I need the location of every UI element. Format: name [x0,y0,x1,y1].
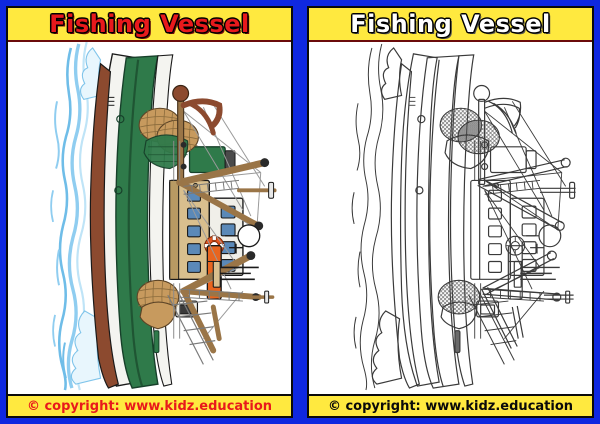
foremast [172,84,223,185]
deck-rails [173,140,181,339]
deck-rails-outline [474,140,482,339]
foremast-outline [473,84,522,185]
page-title-left: Fishing Vessel [49,10,250,38]
water-foam-outline [371,47,403,385]
copyright-text-right: © copyright: www.kidz.education [327,398,574,414]
illustration-colored [8,42,291,394]
trawl-net-aft [136,279,180,330]
fishing-vessel-colored-svg [50,42,277,391]
trawl-net-forward-outline [439,107,501,170]
trawl-net-forward [138,107,199,170]
copyright-text-left: © copyright: www.kidz.education [26,398,273,414]
radar-and-antenna [212,224,261,288]
cargo-boom-aft [179,251,275,354]
aft-gantry [167,290,216,365]
ship-hull-outline [390,53,475,389]
footer-bar-right: © copyright: www.kidz.education [309,394,592,416]
panel-color-reference: Fishing Vessel [6,6,293,418]
title-bar-right: Fishing Vessel [309,8,592,42]
panel-coloring-page: Fishing Vessel [307,6,594,418]
water-spray-outline [351,43,384,391]
title-bar-left: Fishing Vessel [8,8,291,42]
illustration-lineart [309,42,592,394]
radar-and-antenna-outline [513,224,562,288]
cargo-boom-forward [176,158,277,231]
page-title-right: Fishing Vessel [350,10,551,38]
ship-hull [89,53,174,389]
deckhouse-forward-outline [470,179,511,280]
fishing-vessel-lineart-svg [351,43,576,391]
cargo-boom-aft-outline [480,250,574,349]
trawl-net-aft-outline [437,279,481,330]
footer-bar-left: © copyright: www.kidz.education [8,394,291,416]
deckhouse-forward [169,179,211,280]
